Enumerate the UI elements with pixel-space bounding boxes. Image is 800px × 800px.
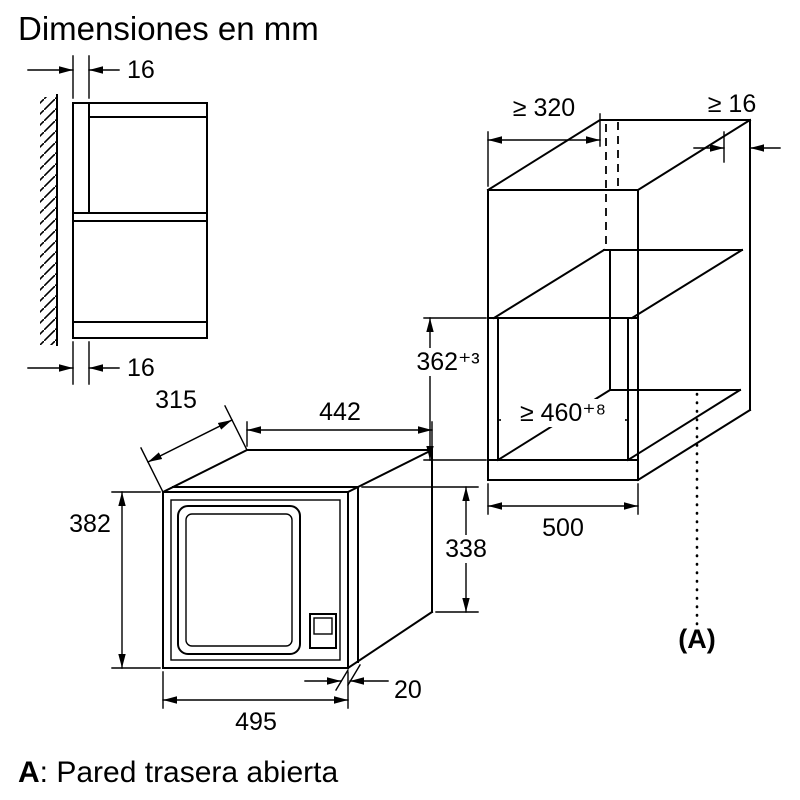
dimension-cabinet-top-depth: ≥ 320: [487, 94, 601, 187]
dimension-mw-body-height: 338: [361, 486, 491, 613]
dimension-mw-body-width: 442: [246, 398, 433, 447]
dimension-mw-front-width: 495: [162, 671, 349, 736]
door-latch: [309, 613, 337, 649]
detail-marker-A: (A): [678, 624, 715, 654]
door-latch-detail: [313, 617, 333, 635]
extension-lines: [487, 483, 639, 515]
page-title: Dimensiones en mm: [18, 10, 319, 47]
dimension-wall-top-gap: 16: [27, 55, 155, 99]
dim-label-16-top: 16: [127, 56, 155, 84]
dimension-mw-frame-depth: 20: [304, 664, 422, 704]
dim-label-495: 495: [235, 708, 277, 736]
door-window-inner: [185, 513, 293, 647]
footnote-marker: A: [18, 756, 40, 789]
wall-hatch: [40, 97, 57, 345]
label-backdrop: [442, 535, 491, 563]
cabinet-interior-lines: [487, 248, 744, 462]
dimension-niche-width: ≥ 460⁺⁸: [497, 399, 629, 427]
dimension-wall-bottom-gap: 16: [27, 341, 155, 385]
extension-lines: [361, 486, 479, 613]
dim-label-338: 338: [445, 535, 487, 563]
microwave-figure: [161, 449, 434, 670]
dim-label-500: 500: [542, 514, 584, 542]
dim-label-460: ≥ 460⁺⁸: [520, 399, 606, 427]
extension-lines: [72, 55, 90, 99]
dim-label-16-back: ≥ 16: [708, 90, 756, 118]
extension-lines: [140, 405, 248, 493]
dim-label-442: 442: [319, 398, 361, 426]
footnote-text: : Pared trasera abierta: [40, 756, 339, 789]
extension-lines: [72, 341, 90, 385]
hidden-back-edge-lines: [605, 122, 619, 250]
dimension-cabinet-width: 500: [487, 483, 639, 542]
front-frame: [170, 499, 341, 661]
dimension-cabinet-back-clearance: ≥ 16: [693, 90, 781, 163]
dimension-mw-depth: 315: [140, 386, 248, 493]
wall-section-figure: [40, 94, 208, 346]
microwave-outline: [161, 449, 434, 670]
dim-label-20: 20: [394, 676, 422, 704]
cabinet-figure: (A): [486, 118, 752, 654]
dim-label-16-bottom: 16: [127, 354, 155, 382]
dimension-arrow: [147, 419, 233, 463]
extension-lines: [487, 113, 601, 187]
dim-label-320: ≥ 320: [513, 94, 575, 122]
dimension-mw-front-height: 382: [69, 491, 161, 669]
door-window-outer: [177, 505, 301, 655]
extension-lines: [246, 421, 433, 447]
label-backdrop: [410, 348, 487, 376]
dimension-niche-height: 362⁺³: [410, 317, 487, 461]
dim-label-382: 382: [69, 510, 111, 538]
label-backdrop: [501, 399, 625, 427]
dim-label-362: 362⁺³: [416, 348, 479, 376]
extension-lines: [111, 491, 161, 669]
dim-label-315: 315: [155, 386, 197, 414]
footnote-caption: A: Pared trasera abierta: [18, 756, 338, 789]
cabinet-cross-section: [72, 102, 208, 339]
extension-lines: [162, 671, 349, 709]
extension-lines: [423, 317, 487, 461]
